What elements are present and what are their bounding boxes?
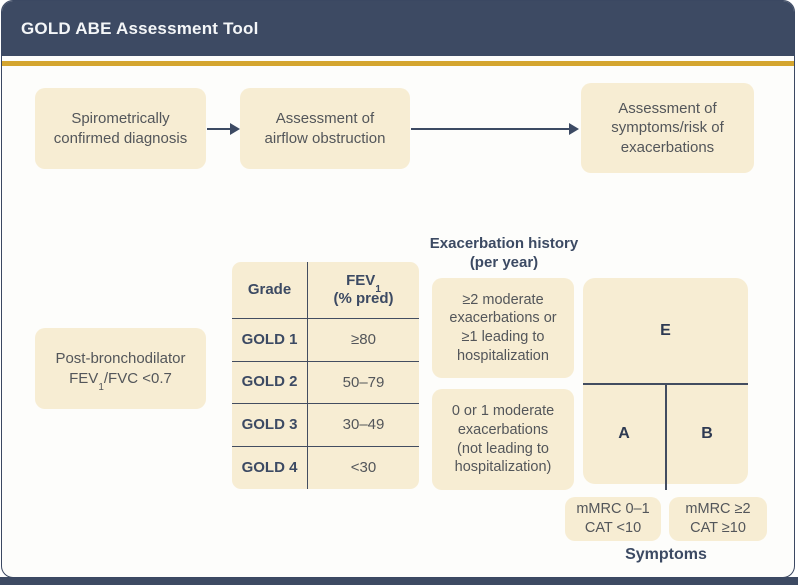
title-bar: GOLD ABE Assessment Tool — [2, 1, 794, 56]
group-b-cell: B — [701, 425, 713, 442]
symptoms-high-label: mMRC ≥2 CAT ≥10 — [685, 501, 751, 536]
table-row-value: <30 — [350, 459, 377, 477]
table-row-value: 50–79 — [308, 362, 419, 404]
arrow-line — [411, 128, 570, 130]
accent-divider — [2, 61, 794, 66]
table-row-grade: GOLD 3 — [232, 404, 308, 447]
arrow-line — [207, 128, 231, 130]
post-bronchodilator-box: Post-bronchodilator FEV1/FVC <0.7 — [35, 328, 206, 409]
exacerbation-low-risk-box: 0 or 1 moderate exacerbations (not leadi… — [432, 389, 574, 490]
flow-step-symptoms-risk-label: Assessment of symptoms/risk of exacerbat… — [611, 100, 724, 156]
symptoms-low-box: mMRC 0–1 CAT <10 — [565, 497, 661, 541]
table-header-grade: Grade — [232, 262, 308, 319]
symptoms-axis-label: Symptoms — [625, 546, 707, 563]
exacerbation-history-heading: Exacerbation history (per year) — [429, 235, 579, 271]
flow-step-obstruction: Assessment of airflow obstruction — [240, 88, 410, 169]
table-header-fev: FEV1 (% pred) — [308, 262, 419, 319]
flow-step-obstruction-label: Assessment of airflow obstruction — [264, 110, 386, 147]
table-row-value: 30–49 — [308, 404, 419, 447]
symptoms-high-box: mMRC ≥2 CAT ≥10 — [669, 497, 767, 541]
symptoms-low-label: mMRC 0–1 CAT <10 — [576, 501, 650, 536]
exacerbation-high-risk-box: ≥2 moderate exacerbations or ≥1 leading … — [432, 278, 574, 378]
group-e-cell: E — [660, 321, 671, 339]
table-row-grade: GOLD 4 — [232, 446, 308, 489]
table-row-grade: GOLD 2 — [232, 361, 308, 404]
spirometry-grade-table: Grade FEV1 (% pred) GOLD 1 ≥80 GOLD 2 50… — [232, 262, 419, 489]
page-bottom-strip — [0, 577, 798, 585]
group-a-cell: A — [618, 425, 630, 442]
exacerbation-low-risk-label: 0 or 1 moderate exacerbations (not leadi… — [451, 403, 555, 476]
arrow-right-icon — [569, 123, 579, 135]
arrow-right-icon — [230, 123, 240, 135]
page-title: GOLD ABE Assessment Tool — [21, 18, 259, 38]
abe-grid-horizontal-divider — [583, 383, 748, 385]
flow-step-symptoms-risk: Assessment of symptoms/risk of exacerbat… — [581, 83, 754, 173]
post-bronchodilator-label: Post-bronchodilator FEV1/FVC <0.7 — [55, 350, 186, 393]
abe-grid-vertical-divider — [665, 384, 667, 490]
flow-step-diagnosis: Spirometrically confirmed diagnosis — [35, 88, 206, 169]
exacerbation-high-risk-label: ≥2 moderate exacerbations or ≥1 leading … — [449, 291, 557, 364]
table-row-value: ≥80 — [308, 319, 419, 362]
flow-step-diagnosis-label: Spirometrically confirmed diagnosis — [53, 110, 188, 147]
table-row-grade: GOLD 1 — [232, 319, 308, 362]
